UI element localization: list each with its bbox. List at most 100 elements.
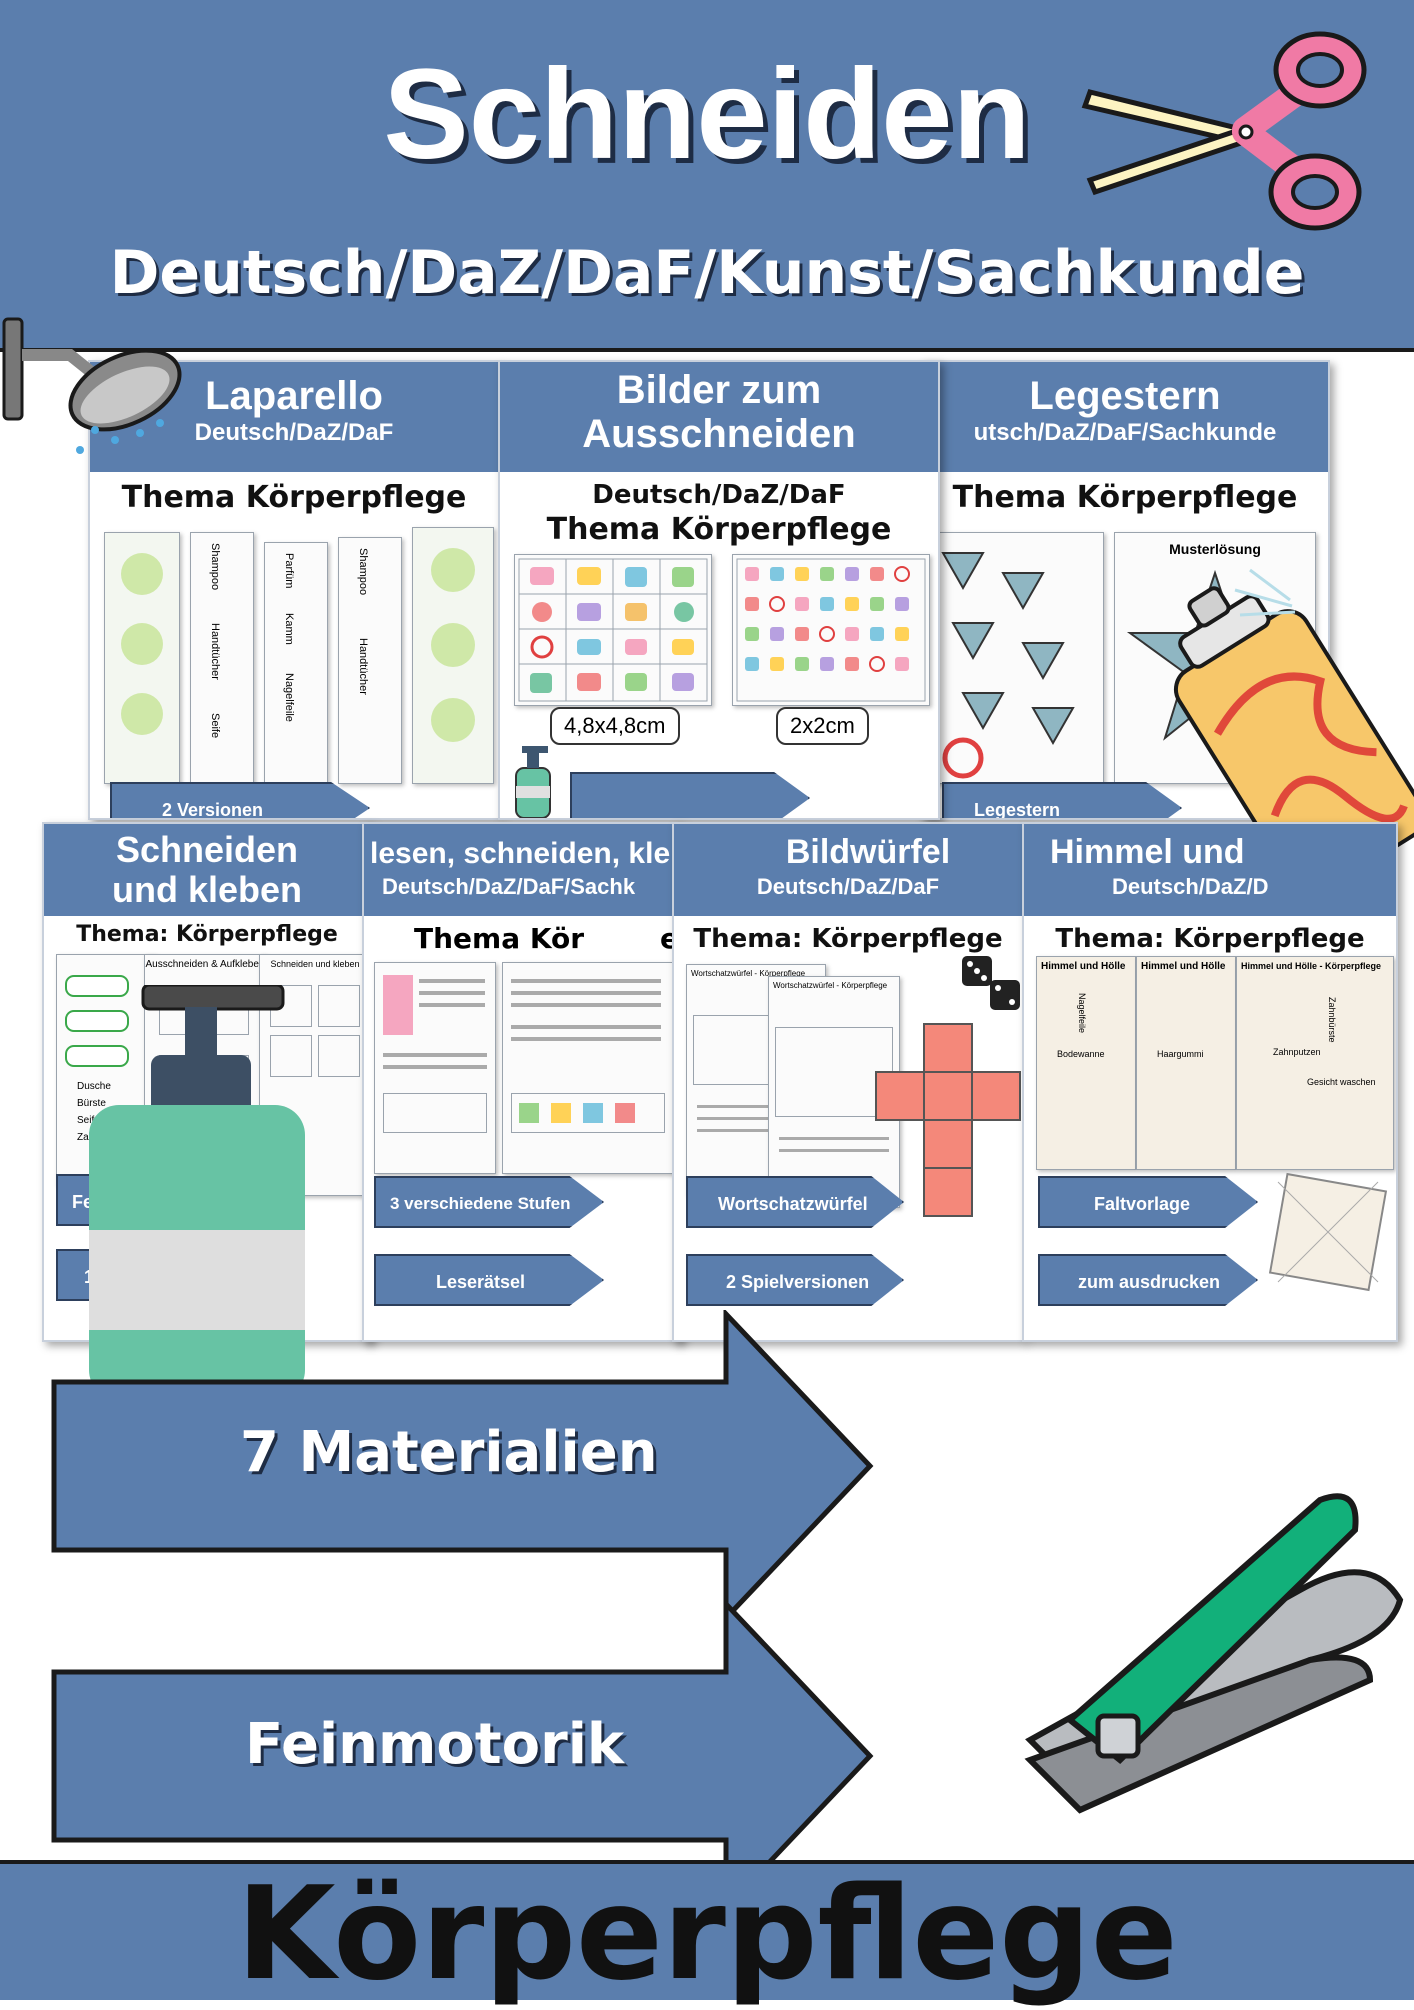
reading-sheet [502,962,676,1174]
card-bildwuerfel-arrow1: Wortschatzwürfel [686,1176,904,1228]
card-laparello-theme: Thema Körperpflege [121,480,467,515]
picture-grid [736,558,926,702]
fold-word: Nagelfeile [1077,993,1087,1034]
triangle-pieces [941,552,1075,779]
card-lesen-header: lesen, schneiden, kle Deutsch/DaZ/DaF/Sa… [364,824,680,916]
laparello-strip: Shampoo Handtücher [338,537,402,784]
laparello-word: Seife [209,713,221,739]
option-label: Dusche [77,1081,111,1092]
card-bildwuerfel-subject: Deutsch/DaZ/DaF [756,874,940,899]
card-himmel-hoelle-header: Himmel und Deutsch/DaZ/D [1024,824,1396,916]
card-legestern-arrow: Legestern [942,782,1182,818]
card-lesen-subject: Deutsch/DaZ/DaF/Sachk [382,874,636,899]
fold-word: Zahnbürste [1327,997,1337,1043]
legestern-sheet [932,532,1104,784]
laparello-strip: Shampoo Handtücher Seife [190,532,254,784]
footer-title: Körperpflege [236,1860,1178,2009]
dice-word-sheet-title: Wortschatzwürfel - Körperpflege [773,981,888,990]
shower-head-icon [2,317,182,454]
fold-sheet-title: Himmel und Hölle - Körperpflege [1241,961,1382,971]
fold-sheet: Himmel und Hölle - Körperpflege Zahnbürs… [1236,956,1394,1170]
card-schneiden-kleben-theme: Thema: Körperpflege [76,922,338,947]
card-laparello-arrow: 2 Versionen [110,782,370,818]
card-legestern-title: Legestern [1029,374,1221,418]
card-laparello-subject: Deutsch/DaZ/DaF [194,419,394,446]
fold-word: Bodewanne [1057,1049,1105,1059]
card-legestern-subject: utsch/DaZ/DaF/Sachkunde [973,419,1277,446]
card-laparello: Laparello Deutsch/DaZ/DaF Thema Körperpf… [88,360,500,820]
laparello-word: Shampoo [209,543,221,591]
card-lesen: lesen, schneiden, kle Deutsch/DaZ/DaF/Sa… [362,822,682,1342]
fold-sheet-title: Himmel und Hölle [1041,961,1126,972]
card-legestern-theme: Thema Körperpflege [952,480,1298,515]
fold-word: Haargummi [1157,1049,1204,1059]
fold-sheet: Himmel und Hölle Haargummi [1136,956,1236,1170]
dice-word-sheet-title: Wortschatzwürfel - Körperpflege [691,969,806,978]
materials-label: 7 Materialien [240,1420,658,1485]
skill-arrow [51,1600,874,1912]
dice-icon [962,956,1020,1010]
option-label: Seife [77,1115,100,1126]
header-banner [0,0,1414,352]
card-himmel-hoelle-subject: Deutsch/DaZ/D [1112,874,1269,899]
soap-dispenser-icon [515,746,551,818]
fold-word: Gesicht waschen [1307,1077,1376,1087]
cut-glue-sheet-title: Ausschneiden & Aufkleben [145,959,265,970]
card-schneiden-kleben-title-line1: Schneiden [115,829,299,870]
fold-sheet-title: Himmel und Hölle [1141,961,1226,972]
card-bildwuerfel-theme: Thema: Körperpflege [693,924,1003,954]
laparello-word: Kamm [283,613,295,645]
legestern-solution-label: Musterlösung [1169,541,1261,557]
picture-grid [518,558,708,702]
cube-net [875,1023,1021,1217]
card-bildwuerfel-title: Bildwürfel [785,833,951,871]
page-subtitle: Deutsch/DaZ/DaF/Kunst/Sachkunde [109,238,1305,308]
card-lesen-arrow2: Leserätsel [374,1254,604,1306]
cut-glue-sheet-title2: Schneiden und kleben [270,959,360,969]
laparello-word: Handtücher [357,638,369,695]
card-himmel-hoelle-arrow2: zum ausdrucken [1038,1254,1258,1306]
laparello-word: Handtücher [209,623,221,680]
card-bilder-title-line2: Ausschneiden [582,412,856,456]
card-himmel-hoelle-title: Himmel und [1050,833,1245,871]
card-himmel-hoelle-theme: Thema: Körperpflege [1055,924,1365,954]
laparello-strip [104,532,180,784]
card-bildwuerfel-header: Bildwürfel Deutsch/DaZ/DaF [674,824,1022,916]
card-bildwuerfel: Bildwürfel Deutsch/DaZ/DaF Thema: Körper… [672,822,1024,1342]
card-legestern-header: Legestern utsch/DaZ/DaF/Sachkunde [922,362,1328,472]
laparello-strip [412,527,494,784]
fold-sheet: Himmel und Hölle Bodewanne Nagelfeile [1036,956,1136,1170]
scissors-icon [1081,31,1367,231]
picture-grid-large [514,554,712,706]
card-bilder-arrow [570,772,810,818]
soap-dispenser-icon [89,985,305,1400]
card-himmel-hoelle: Himmel und Deutsch/DaZ/D Thema: Körperpf… [1022,822,1398,1342]
card-bilder: Bilder zum Ausschneiden Deutsch/DaZ/DaF … [498,360,940,820]
skill-label: Feinmotorik [245,1712,625,1777]
laparello-strip: Parfüm Kamm Nagelfeile [264,542,328,784]
laparello-word: Parfüm [283,553,295,589]
footer-banner [0,1860,1414,2000]
card-lesen-title: lesen, schneiden, kle [370,837,671,870]
card-lesen-arrow1: 3 verschiedene Stufen [374,1176,604,1228]
size-label-large: 4,8x4,8cm [550,707,680,745]
card-bilder-theme: Thema Körperpflege [546,512,892,547]
card-bilder-subject: Deutsch/DaZ/DaF [592,480,846,510]
card-bilder-header: Bilder zum Ausschneiden [500,362,938,472]
size-label-small: 2x2cm [776,707,869,745]
cootie-catcher [1268,1172,1388,1292]
card-schneiden-kleben-header: Schneiden und kleben [44,824,370,916]
laparello-word: Nagelfeile [283,673,295,722]
card-bildwuerfel-arrow2: 2 Spielversionen [686,1254,904,1306]
picture-grid-small [732,554,930,706]
materials-arrow [51,1310,874,1622]
card-laparello-title: Laparello [205,374,383,418]
card-himmel-hoelle-arrow1: Faltvorlage [1038,1176,1258,1228]
option-label: Bürste [77,1098,106,1109]
fold-word: Zahnputzen [1273,1047,1321,1057]
card-schneiden-kleben-title-line2: und kleben [111,869,303,910]
page-title: Schneiden [383,43,1031,186]
laparello-word: Shampoo [357,548,369,596]
nail-clipper-icon [1024,1493,1404,1814]
reading-sheet [374,962,496,1174]
